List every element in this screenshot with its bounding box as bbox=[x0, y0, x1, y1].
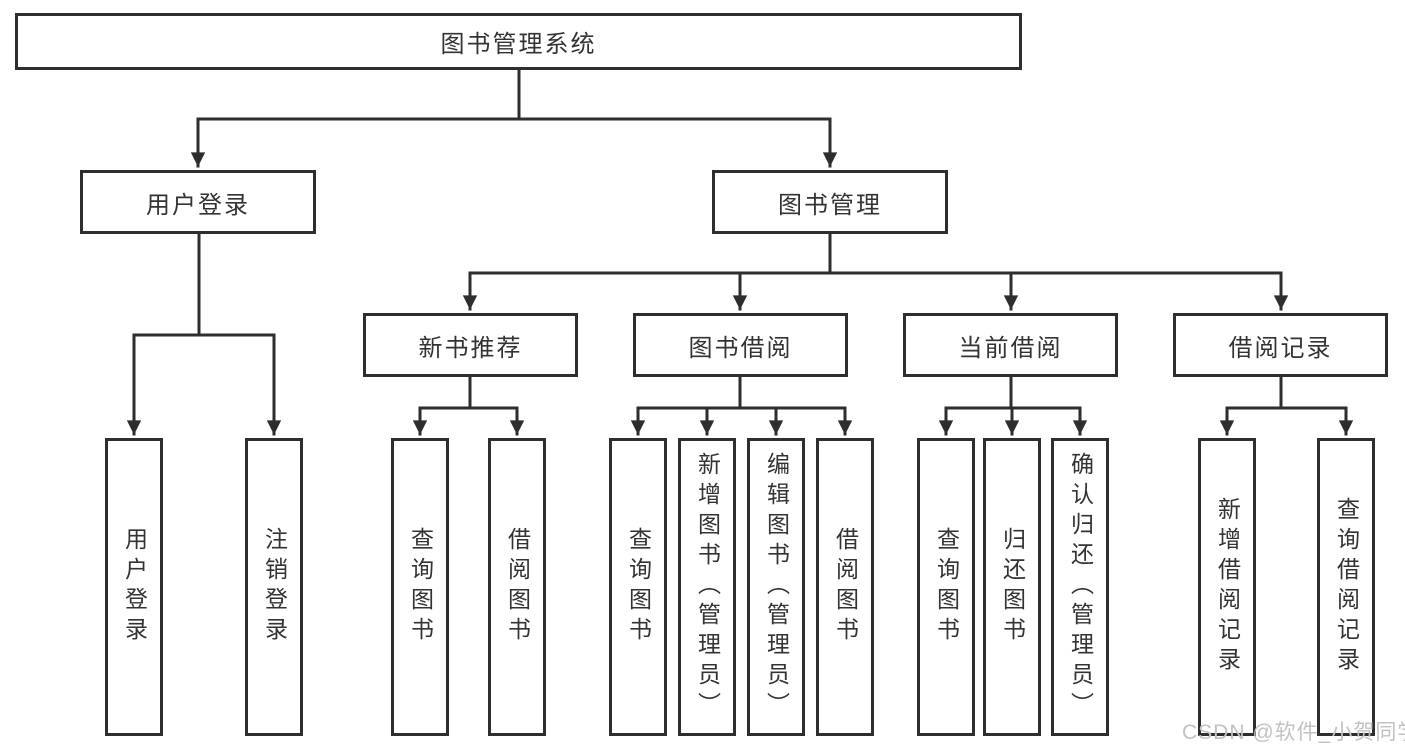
leaf-user-login: 用户登录 bbox=[105, 438, 163, 736]
node-current-borrowing-label: 当前借阅 bbox=[958, 334, 1063, 362]
node-user-login-label: 用户登录 bbox=[146, 191, 250, 219]
node-book-borrowing: 图书借阅 bbox=[633, 313, 848, 377]
node-root: 图书管理系统 bbox=[15, 13, 1022, 70]
leaf-newbooks-borrow-book: 借阅图书 bbox=[488, 438, 546, 736]
node-book-management: 图书管理 bbox=[712, 170, 948, 234]
leaf-logout: 注销登录 bbox=[245, 438, 303, 736]
node-book-borrowing-label: 图书借阅 bbox=[688, 334, 793, 362]
leaf-current-return-book: 归还图书 bbox=[983, 438, 1041, 736]
node-new-book-recommend: 新书推荐 bbox=[363, 313, 578, 377]
leaf-borrowing-query-book-label: 查询图书 bbox=[625, 527, 652, 647]
leaf-borrowing-borrow-book-label: 借阅图书 bbox=[832, 527, 859, 647]
leaf-newbooks-query-book: 查询图书 bbox=[391, 438, 449, 736]
csdn-watermark: CSDN @软件_小贺同学 bbox=[1182, 721, 1405, 744]
leaf-logout-label: 注销登录 bbox=[261, 527, 288, 647]
leaf-newbooks-borrow-book-label: 借阅图书 bbox=[504, 527, 531, 647]
node-root-label: 图书管理系统 bbox=[440, 31, 597, 58]
leaf-borrowing-borrow-book: 借阅图书 bbox=[816, 438, 874, 736]
leaf-records-query-record-label: 查询借阅记录 bbox=[1333, 497, 1360, 677]
leaf-records-query-record: 查询借阅记录 bbox=[1317, 438, 1375, 736]
leaf-records-add-record-label: 新增借阅记录 bbox=[1214, 497, 1241, 677]
node-book-management-label: 图书管理 bbox=[778, 191, 882, 219]
node-new-book-recommend-label: 新书推荐 bbox=[418, 334, 523, 362]
leaf-borrowing-add-book-admin-label: 新增图书（管理员） bbox=[694, 452, 721, 722]
leaf-borrowing-edit-book-admin: 编辑图书（管理员） bbox=[747, 438, 805, 736]
leaf-current-query-book: 查询图书 bbox=[917, 438, 975, 736]
leaf-current-confirm-return-admin-label: 确认归还（管理员） bbox=[1067, 452, 1094, 722]
node-user-login: 用户登录 bbox=[80, 170, 316, 234]
leaf-borrowing-query-book: 查询图书 bbox=[609, 438, 667, 736]
node-current-borrowing: 当前借阅 bbox=[903, 313, 1118, 377]
node-borrowing-records: 借阅记录 bbox=[1173, 313, 1388, 377]
leaf-records-add-record: 新增借阅记录 bbox=[1198, 438, 1256, 736]
leaf-current-query-book-label: 查询图书 bbox=[933, 527, 960, 647]
leaf-newbooks-query-book-label: 查询图书 bbox=[407, 527, 434, 647]
leaf-current-confirm-return-admin: 确认归还（管理员） bbox=[1051, 438, 1109, 736]
leaf-current-return-book-label: 归还图书 bbox=[999, 527, 1026, 647]
leaf-borrowing-edit-book-admin-label: 编辑图书（管理员） bbox=[763, 452, 790, 722]
leaf-borrowing-add-book-admin: 新增图书（管理员） bbox=[678, 438, 736, 736]
leaf-user-login-label: 用户登录 bbox=[121, 527, 148, 647]
node-borrowing-records-label: 借阅记录 bbox=[1228, 334, 1333, 362]
